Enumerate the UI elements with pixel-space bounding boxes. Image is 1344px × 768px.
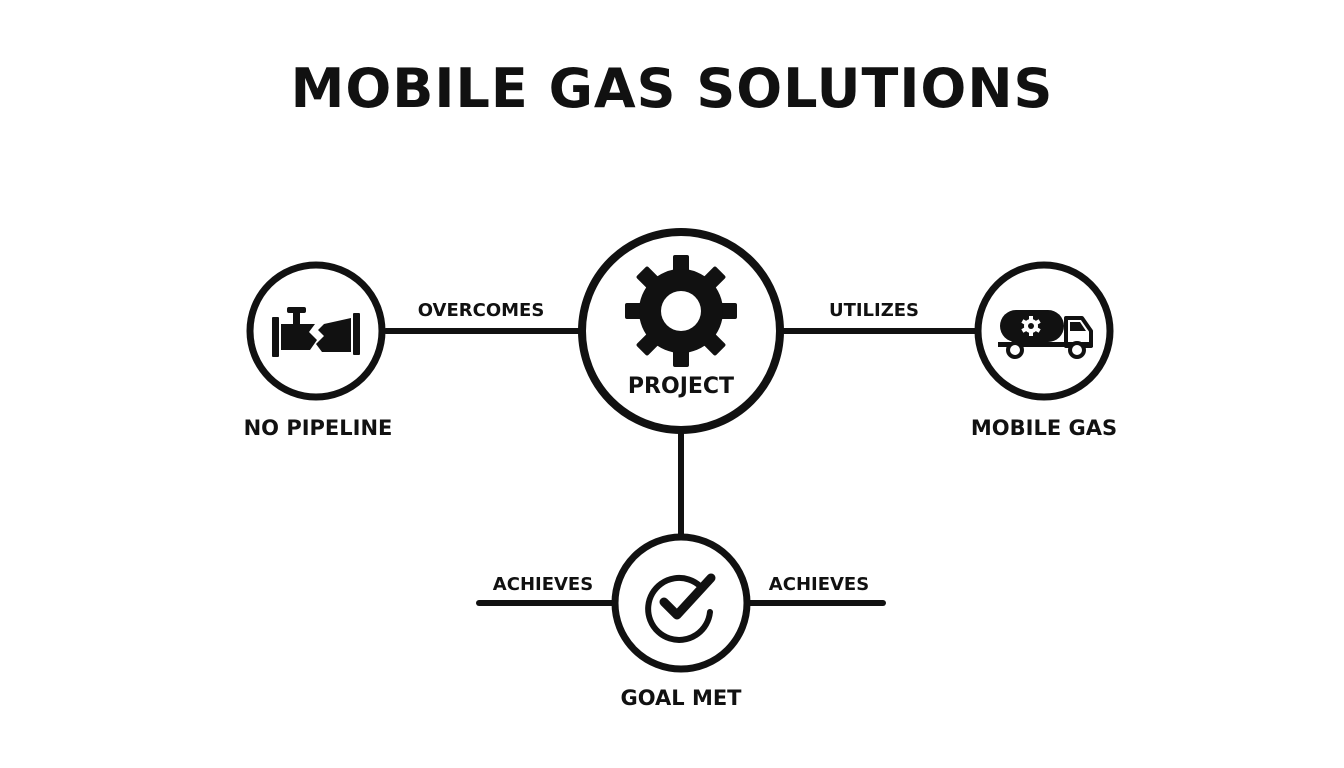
- node-project-label: PROJECT: [628, 374, 734, 399]
- node-goal-met-label: GOAL MET: [620, 686, 742, 710]
- node-goal-met: GOAL MET: [611, 533, 751, 710]
- gas-tanker-truck-icon: [998, 310, 1093, 359]
- edge-label-achieves-left: ACHIEVES: [493, 574, 593, 595]
- edge-label-achieves-right: ACHIEVES: [769, 574, 869, 595]
- checkmark-icon: [645, 573, 716, 643]
- edge-label-overcomes: OVERCOMES: [418, 300, 545, 321]
- connectors: [383, 328, 978, 606]
- node-mobile-gas: MOBILE GAS: [971, 261, 1117, 440]
- node-mobile-gas-label: MOBILE GAS: [971, 416, 1117, 440]
- node-no-pipeline-label: NO PIPELINE: [244, 416, 393, 440]
- node-goal-met-circle: [611, 533, 751, 673]
- node-no-pipeline: NO PIPELINE: [244, 261, 393, 440]
- edge-label-utilizes: UTILIZES: [829, 300, 919, 321]
- node-project: PROJECT: [578, 228, 784, 434]
- gear-icon: [625, 255, 737, 367]
- node-no-pipeline-circle: [246, 261, 386, 401]
- broken-pipe-icon: [272, 307, 360, 357]
- diagram-title: MOBILE GAS SOLUTIONS: [290, 57, 1054, 120]
